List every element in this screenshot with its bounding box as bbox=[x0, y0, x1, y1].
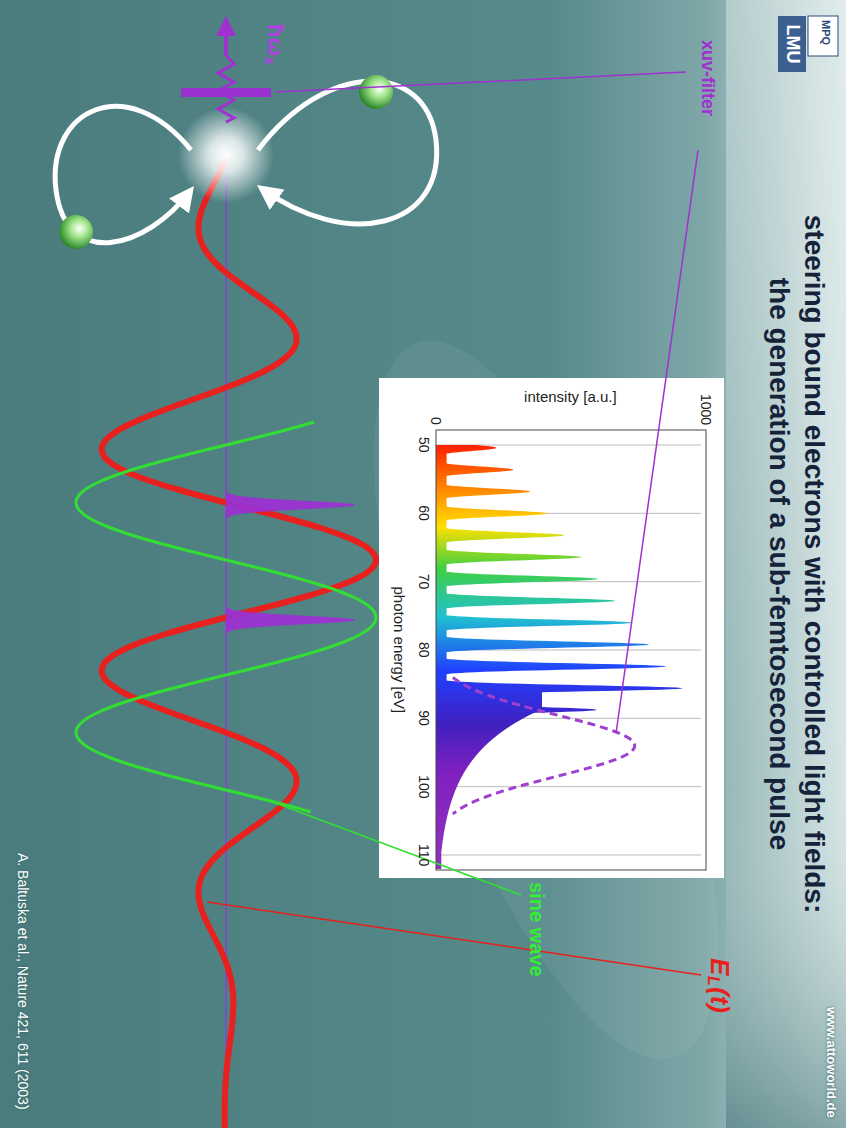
grid-line bbox=[436, 786, 701, 787]
citation: A. Baltuska et al., Nature 421, 611 (200… bbox=[15, 853, 31, 1110]
tick-label: 110 bbox=[416, 844, 432, 866]
chart-panel bbox=[379, 378, 724, 878]
watermark: www.attoworld.de bbox=[823, 1007, 838, 1118]
tick-label: 50 bbox=[416, 437, 432, 453]
leader-line bbox=[616, 150, 698, 732]
lmu-logo bbox=[778, 16, 806, 72]
background-streak bbox=[303, 302, 788, 1098]
field-label: L bbox=[704, 976, 722, 986]
axis-label: photon energy [eV] bbox=[391, 587, 408, 714]
xuv-pulse bbox=[226, 475, 356, 535]
logo-text: MPQ bbox=[819, 20, 832, 45]
tick-label: 60 bbox=[416, 505, 432, 521]
harmonic-spectrum bbox=[436, 445, 683, 869]
photon-label: x bbox=[262, 57, 278, 65]
electron-path bbox=[258, 81, 437, 224]
photon-label: ħω bbox=[263, 24, 288, 56]
chart-frame bbox=[436, 430, 706, 870]
electron bbox=[59, 215, 93, 249]
filter-label: xuv-filter bbox=[697, 40, 718, 116]
header-band bbox=[726, 0, 846, 1128]
tick-label: 70 bbox=[416, 574, 432, 590]
leader-line bbox=[272, 802, 521, 895]
leader-line bbox=[207, 902, 701, 975]
xuv-filter-bar bbox=[181, 88, 271, 97]
wave-label: sine wave bbox=[525, 882, 548, 977]
tick-label: 0 bbox=[428, 417, 444, 425]
xuv-arrow bbox=[224, 20, 228, 55]
sine-wave bbox=[76, 422, 376, 812]
mpq-logo bbox=[808, 16, 838, 56]
tick-label: 90 bbox=[416, 710, 432, 726]
field-label: E bbox=[704, 958, 734, 975]
field-label: (t) bbox=[704, 987, 734, 1013]
tick-label: 100 bbox=[416, 775, 432, 798]
electron bbox=[359, 75, 393, 109]
tick-label: 1000 bbox=[698, 394, 714, 425]
logo-text: LMU bbox=[782, 25, 803, 64]
filter-curve bbox=[453, 677, 635, 814]
axis-label: intensity [a.u.] bbox=[525, 387, 618, 404]
leader-line bbox=[275, 72, 686, 92]
slide-title: steering bound electrons with controlled… bbox=[762, 213, 832, 915]
xuv-pulse bbox=[226, 590, 356, 650]
tick-label: 80 bbox=[416, 642, 432, 658]
grid-line bbox=[436, 855, 701, 856]
